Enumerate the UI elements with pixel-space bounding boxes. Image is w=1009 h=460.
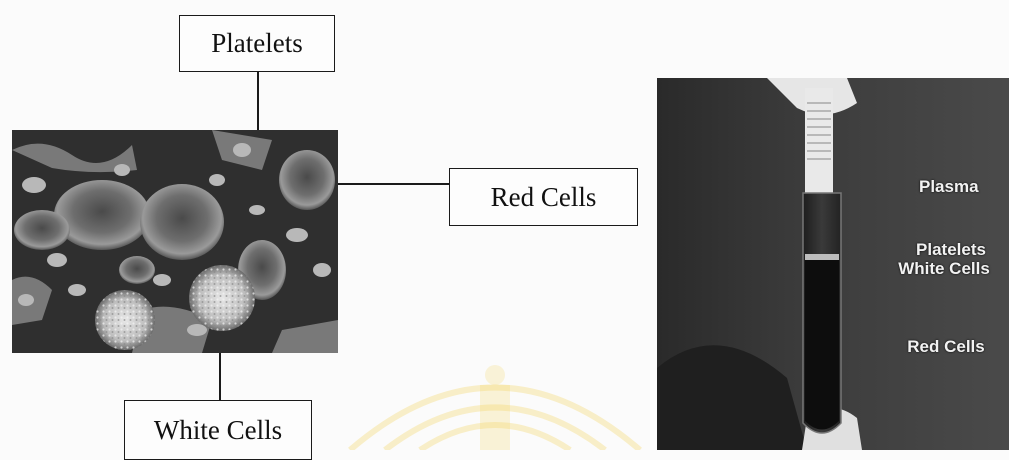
red-cells-connector: [336, 183, 449, 185]
watermark-emblem: [330, 345, 660, 450]
tube-label-red-cells: Red Cells: [891, 337, 1001, 356]
tube-label-white-cells: White Cells: [879, 259, 1009, 278]
white-cells-label-box: White Cells: [124, 400, 312, 460]
white-cells-label: White Cells: [154, 415, 282, 446]
red-cells-label: Red Cells: [491, 182, 597, 213]
centrifuged-blood-tube-photo: Plasma Platelets White Cells Red Cells: [657, 78, 1009, 450]
tube-label-plasma: Plasma: [919, 177, 979, 196]
blood-cells-micrograph: [12, 130, 338, 353]
red-cells-label-box: Red Cells: [449, 168, 638, 226]
platelets-label: Platelets: [211, 28, 302, 59]
tube-label-platelets: Platelets: [895, 240, 1007, 259]
platelets-label-box: Platelets: [179, 15, 335, 72]
